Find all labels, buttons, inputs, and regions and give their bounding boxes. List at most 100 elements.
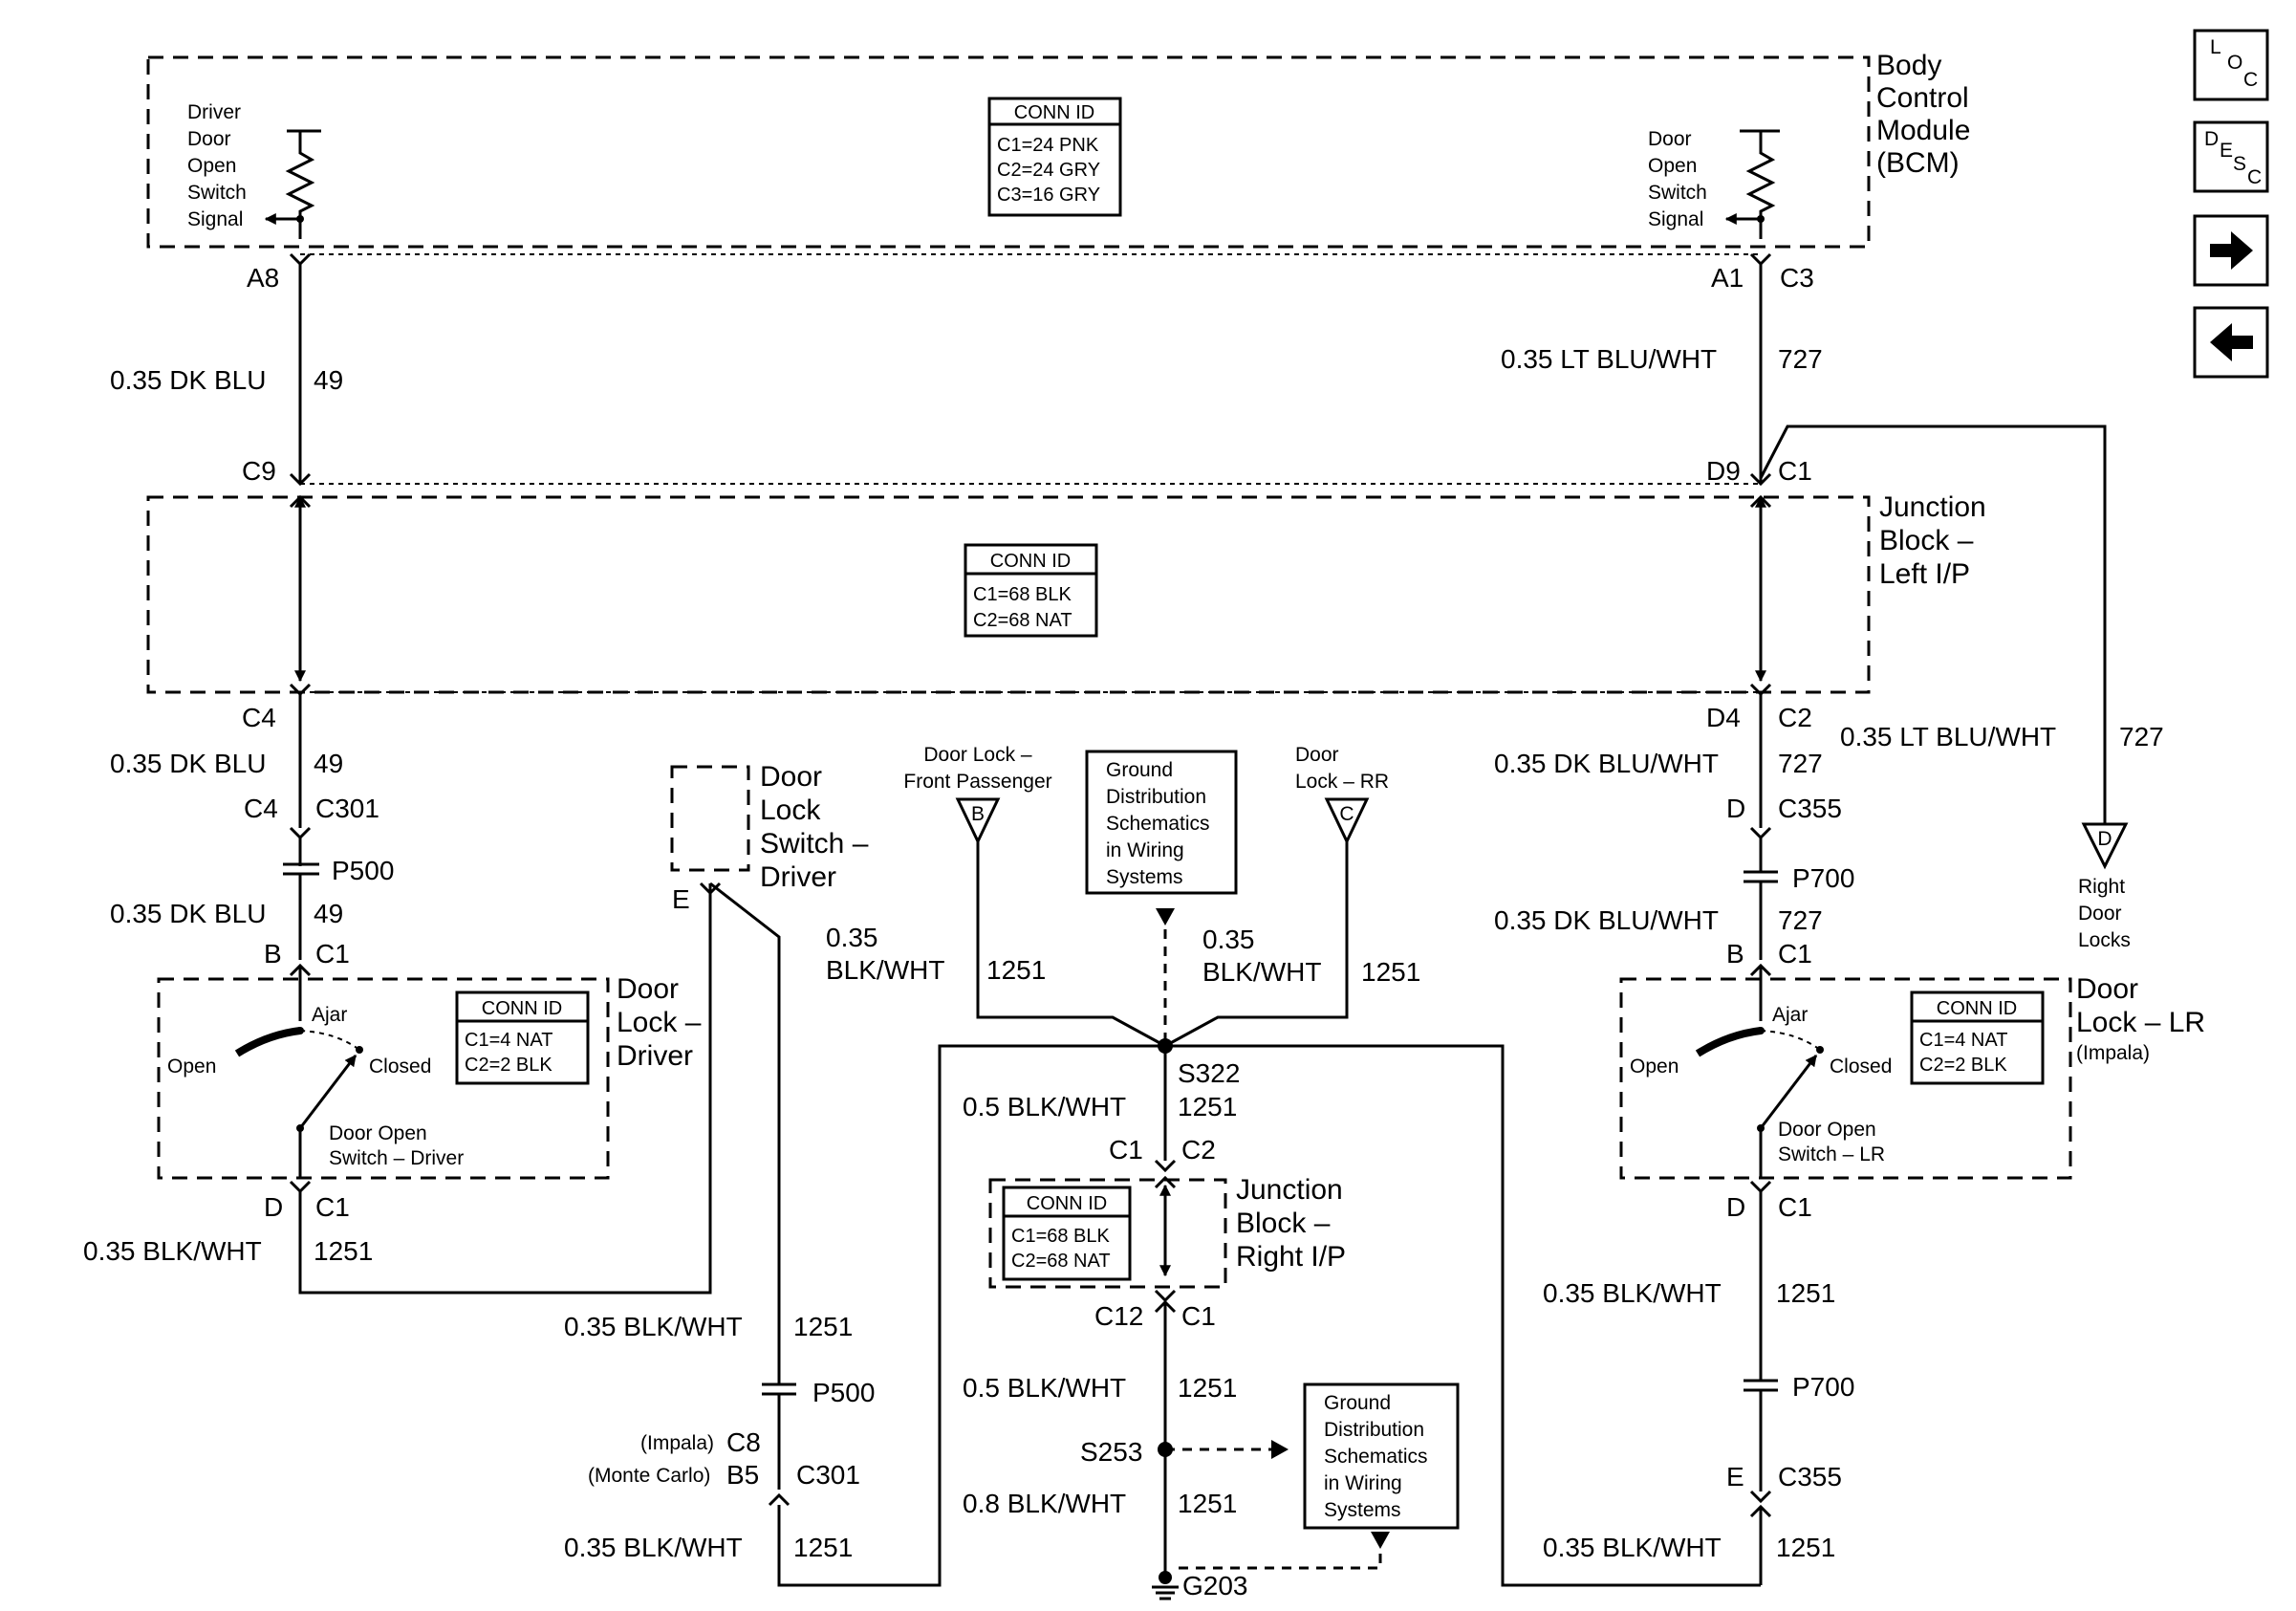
svg-text:0.35 BLK/WHT: 0.35 BLK/WHT: [1543, 1533, 1722, 1562]
svg-text:(Monte Carlo): (Monte Carlo): [588, 1465, 710, 1487]
svg-text:Door: Door: [2078, 903, 2122, 925]
svg-text:0.35 BLK/WHT: 0.35 BLK/WHT: [1543, 1278, 1722, 1308]
door-lock-lr: Door Lock – LR (Impala) Open Ajar Closed…: [1619, 973, 2205, 1180]
svg-text:Schematics: Schematics: [1106, 813, 1210, 835]
svg-text:(Impala): (Impala): [640, 1432, 714, 1454]
svg-text:C355: C355: [1778, 794, 1842, 823]
svg-text:D: D: [1726, 794, 1745, 823]
svg-text:0.35 DK BLU: 0.35 DK BLU: [110, 365, 266, 395]
driver-door-signal-resistor: Driver Door Open Switch Signal: [187, 101, 321, 239]
svg-text:B: B: [971, 803, 985, 825]
svg-text:Door: Door: [617, 973, 679, 1005]
svg-text:Ground: Ground: [1324, 1392, 1391, 1414]
bcm-conn-id-table: CONN ID C1=24 PNK C2=24 GRY C3=16 GRY: [987, 97, 1122, 217]
svg-text:Door: Door: [187, 128, 231, 150]
svg-text:C1=24 PNK: C1=24 PNK: [997, 135, 1099, 156]
svg-text:C1=68 BLK: C1=68 BLK: [973, 584, 1072, 605]
svg-text:C1=4 NAT: C1=4 NAT: [465, 1030, 552, 1051]
svg-text:Switch: Switch: [187, 182, 247, 204]
svg-text:C2=68 NAT: C2=68 NAT: [1011, 1251, 1111, 1272]
svg-text:(Impala): (Impala): [2076, 1042, 2150, 1064]
svg-text:S253: S253: [1080, 1437, 1142, 1467]
svg-text:C12: C12: [1094, 1301, 1143, 1331]
right-door-locks-reference[interactable]: D Right Door Locks: [2078, 822, 2131, 951]
svg-text:1251: 1251: [1361, 957, 1420, 987]
svg-text:D: D: [264, 1192, 283, 1222]
svg-text:C301: C301: [315, 794, 379, 823]
door-lock-front-passenger-reference[interactable]: Door Lock – Front Passenger B: [903, 744, 1052, 845]
loc-icon[interactable]: L O C: [2193, 29, 2269, 101]
svg-text:Ajar: Ajar: [1772, 1004, 1808, 1026]
svg-text:Block –: Block –: [1236, 1208, 1331, 1239]
svg-text:CONN ID: CONN ID: [1014, 102, 1094, 123]
svg-text:L: L: [2210, 36, 2221, 58]
svg-text:C355: C355: [1778, 1462, 1842, 1491]
svg-text:E: E: [2220, 140, 2233, 162]
svg-text:D: D: [1726, 1192, 1745, 1222]
svg-text:1251: 1251: [986, 955, 1046, 985]
bcm-pin-a8: A8: [247, 263, 279, 293]
svg-text:0.35: 0.35: [1202, 925, 1255, 954]
svg-text:Open: Open: [187, 155, 236, 177]
svg-text:0.35 BLK/WHT: 0.35 BLK/WHT: [564, 1312, 743, 1341]
lr-conn-id-table: CONN ID C1=4 NAT C2=2 BLK: [1910, 991, 2045, 1085]
svg-text:Locks: Locks: [2078, 929, 2131, 951]
svg-text:B: B: [264, 939, 282, 969]
svg-text:D: D: [2097, 828, 2112, 850]
svg-text:D4: D4: [1706, 703, 1741, 732]
svg-text:S: S: [2233, 153, 2246, 175]
svg-text:BLK/WHT: BLK/WHT: [826, 955, 944, 985]
svg-text:C1: C1: [1778, 1192, 1812, 1222]
previous-page-icon[interactable]: [2193, 306, 2269, 379]
svg-text:C9: C9: [242, 456, 276, 486]
svg-text:Front Passenger: Front Passenger: [903, 771, 1051, 793]
splice-s322: S322: [976, 841, 1761, 1587]
svg-text:C2=68 NAT: C2=68 NAT: [973, 610, 1072, 631]
svg-text:Block –: Block –: [1879, 525, 1974, 556]
svg-text:Driver: Driver: [760, 861, 836, 893]
door-open-signal-resistor: Door Open Switch Signal: [1648, 128, 1780, 239]
svg-text:0.8 BLK/WHT: 0.8 BLK/WHT: [963, 1489, 1126, 1518]
svg-text:Ajar: Ajar: [312, 1004, 347, 1026]
svg-text:Systems: Systems: [1324, 1499, 1401, 1521]
svg-text:Module: Module: [1876, 115, 1970, 146]
svg-text:C1=68 BLK: C1=68 BLK: [1011, 1226, 1111, 1247]
svg-text:D: D: [2204, 128, 2219, 150]
svg-text:E: E: [672, 884, 690, 914]
svg-text:1251: 1251: [1178, 1373, 1237, 1403]
svg-text:Distribution: Distribution: [1106, 786, 1206, 808]
svg-text:0.35 DK BLU/WHT: 0.35 DK BLU/WHT: [1494, 749, 1719, 778]
svg-text:P500: P500: [332, 856, 394, 885]
svg-text:C: C: [1339, 803, 1354, 825]
next-page-icon[interactable]: [2193, 214, 2269, 287]
svg-text:P700: P700: [1792, 863, 1854, 893]
svg-text:C4: C4: [242, 703, 276, 732]
svg-text:Open: Open: [167, 1056, 216, 1078]
bcm-pin-a1: A1: [1711, 263, 1744, 293]
driver-ground-wire: [289, 882, 722, 1295]
svg-text:1251: 1251: [314, 1236, 373, 1266]
svg-text:Lock – LR: Lock – LR: [2076, 1007, 2205, 1038]
svg-text:Door: Door: [1295, 744, 1339, 766]
door-lock-rr-reference[interactable]: Door Lock – RR C: [1295, 744, 1389, 845]
svg-text:(BCM): (BCM): [1876, 147, 1960, 179]
svg-text:Driver: Driver: [187, 101, 241, 123]
svg-text:Switch –: Switch –: [760, 828, 869, 860]
svg-text:Door Lock –: Door Lock –: [923, 744, 1032, 766]
svg-text:C2: C2: [1778, 703, 1812, 732]
ground-distribution-reference-bottom[interactable]: Ground Distribution Schematics in Wiring…: [1303, 1382, 1460, 1530]
svg-text:C1: C1: [315, 1192, 350, 1222]
svg-text:C3=16 GRY: C3=16 GRY: [997, 185, 1100, 206]
svg-text:O: O: [2227, 52, 2242, 74]
svg-text:49: 49: [314, 749, 343, 778]
svg-text:Junction: Junction: [1879, 491, 1986, 523]
ground-distribution-reference-top[interactable]: Ground Distribution Schematics in Wiring…: [1085, 750, 1238, 895]
svg-text:CONN ID: CONN ID: [1027, 1193, 1107, 1214]
svg-text:0.35 DK BLU/WHT: 0.35 DK BLU/WHT: [1494, 905, 1719, 935]
desc-icon[interactable]: D E S C: [2193, 120, 2269, 193]
splice-s253: S253: [1080, 1437, 1289, 1574]
svg-text:Door: Door: [2076, 973, 2138, 1005]
bcm-conn-c3: C3: [1780, 263, 1814, 293]
jb-right-conn-id-table: CONN ID C1=68 BLK C2=68 NAT: [1002, 1186, 1132, 1281]
